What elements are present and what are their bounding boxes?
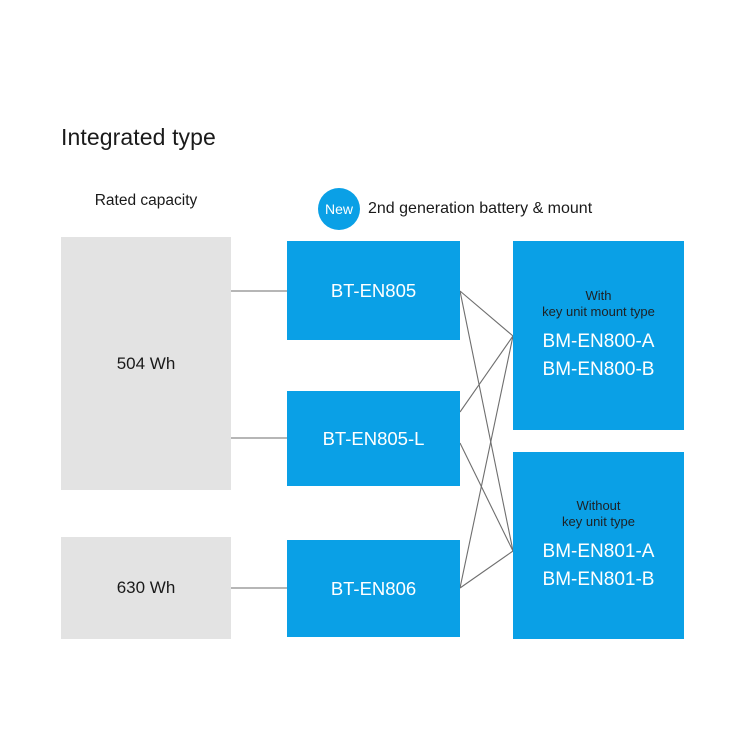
mount-node-bm-en800[interactable]: With key unit mount type BM-EN800-A BM-E…: [513, 241, 684, 430]
link-bt-en806-to-bm-en801: [459, 550, 514, 589]
page-title: Integrated type: [61, 124, 216, 150]
battery-node-bt-en805-l[interactable]: BT-EN805-L: [287, 391, 460, 486]
battery-node-bt-en805-label: BT-EN805: [330, 279, 417, 301]
capacity-node-630wh-label: 630 Wh: [116, 578, 176, 597]
capacity-node-504wh[interactable]: 504 Wh: [61, 237, 231, 490]
mount-node-bm-en801-description: Without key unit type: [562, 498, 635, 531]
battery-node-bt-en805[interactable]: BT-EN805: [287, 241, 460, 340]
battery-node-bt-en806[interactable]: BT-EN806: [287, 540, 460, 637]
mount-node-bm-en801-description-line1: Without: [576, 497, 621, 513]
mount-node-bm-en800-model-a: BM-EN800-A: [542, 331, 655, 353]
mount-node-bm-en801[interactable]: Without key unit type BM-EN801-A BM-EN80…: [513, 452, 684, 639]
link-bt-en805-to-bm-en800: [459, 290, 514, 337]
battery-node-bt-en806-label: BT-EN806: [330, 577, 417, 599]
link-bt-en805-l-to-bm-en801: [459, 442, 514, 552]
capacity-node-630wh[interactable]: 630 Wh: [61, 537, 231, 639]
mount-node-bm-en801-model-b: BM-EN801-B: [542, 568, 655, 590]
mount-node-bm-en800-description-line2: key unit mount type: [542, 303, 655, 319]
column-header-rated-capacity: Rated capacity: [94, 192, 198, 209]
column-header-generation-label: 2nd generation battery & mount: [368, 200, 593, 217]
column-header-generation: New 2nd generation battery & mount: [318, 188, 592, 230]
mount-node-bm-en800-description-line1: With: [585, 287, 612, 303]
mount-node-bm-en801-model-a: BM-EN801-A: [542, 541, 655, 563]
battery-node-bt-en805-l-label: BT-EN805-L: [322, 427, 425, 449]
link-bt-en805-l-to-bm-en800: [459, 335, 514, 413]
mount-node-bm-en801-description-line2: key unit type: [562, 513, 635, 529]
capacity-node-504wh-label: 504 Wh: [116, 353, 176, 373]
link-bt-en806-to-bm-en800: [459, 335, 514, 589]
link-bt-en805-to-bm-en801: [459, 290, 514, 552]
mount-node-bm-en800-description: With key unit mount type: [542, 288, 655, 321]
new-badge: New: [318, 188, 360, 230]
mount-node-bm-en800-model-b: BM-EN800-B: [542, 358, 655, 380]
